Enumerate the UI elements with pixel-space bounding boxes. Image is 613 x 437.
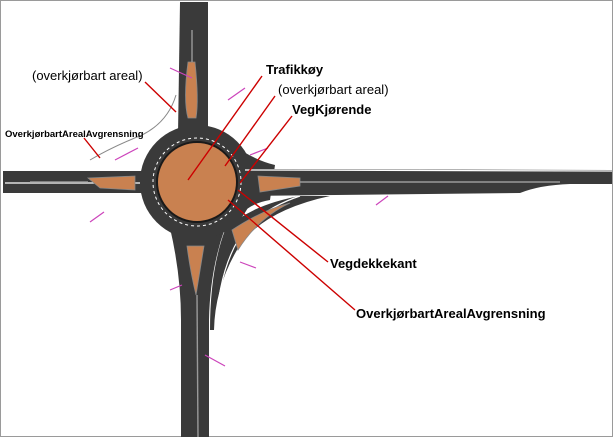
- leader-lines: [83, 75, 356, 311]
- leader-vegdekkekant: [237, 189, 329, 263]
- label-overkjorbart-areal-1: (overkjørbart areal): [32, 68, 143, 83]
- splitter-south: [186, 245, 205, 296]
- leader-vegkjorende: [239, 115, 293, 184]
- label-vegdekkekant: Vegdekkekant: [330, 256, 417, 271]
- label-trafikkoy: Trafikkøy: [266, 62, 324, 77]
- overrun-outline-nw: [89, 94, 177, 161]
- splitter-north: [185, 61, 198, 119]
- leader-trafikkoy: [187, 75, 263, 181]
- lane-dividers: [30, 30, 560, 437]
- leader-overkjorbart-areal-1: [144, 81, 177, 113]
- leader-overkjorbart-areal-2: [224, 95, 276, 167]
- label-overkjorbart-areal-2: (overkjørbart areal): [278, 82, 389, 97]
- leader-overkjorbart-grense-2: [227, 199, 356, 311]
- section-markers: [89, 67, 389, 367]
- splitter-southeast: [231, 202, 291, 251]
- label-overkjorbart-grense-2: OverkjørbartArealAvgrensning: [356, 306, 546, 321]
- central-island: [156, 141, 238, 223]
- label-overkjorbart-grense-1: OverkjørbartArealAvgrensning: [5, 129, 144, 140]
- splitter-islands: [86, 61, 301, 296]
- leader-overkjorbart-grense-1: [83, 137, 101, 159]
- splitter-east: [257, 175, 301, 193]
- overrun-edge-nw: [87, 84, 178, 156]
- label-vegkjorende: VegKjørende: [292, 102, 371, 117]
- splitter-west: [86, 175, 136, 191]
